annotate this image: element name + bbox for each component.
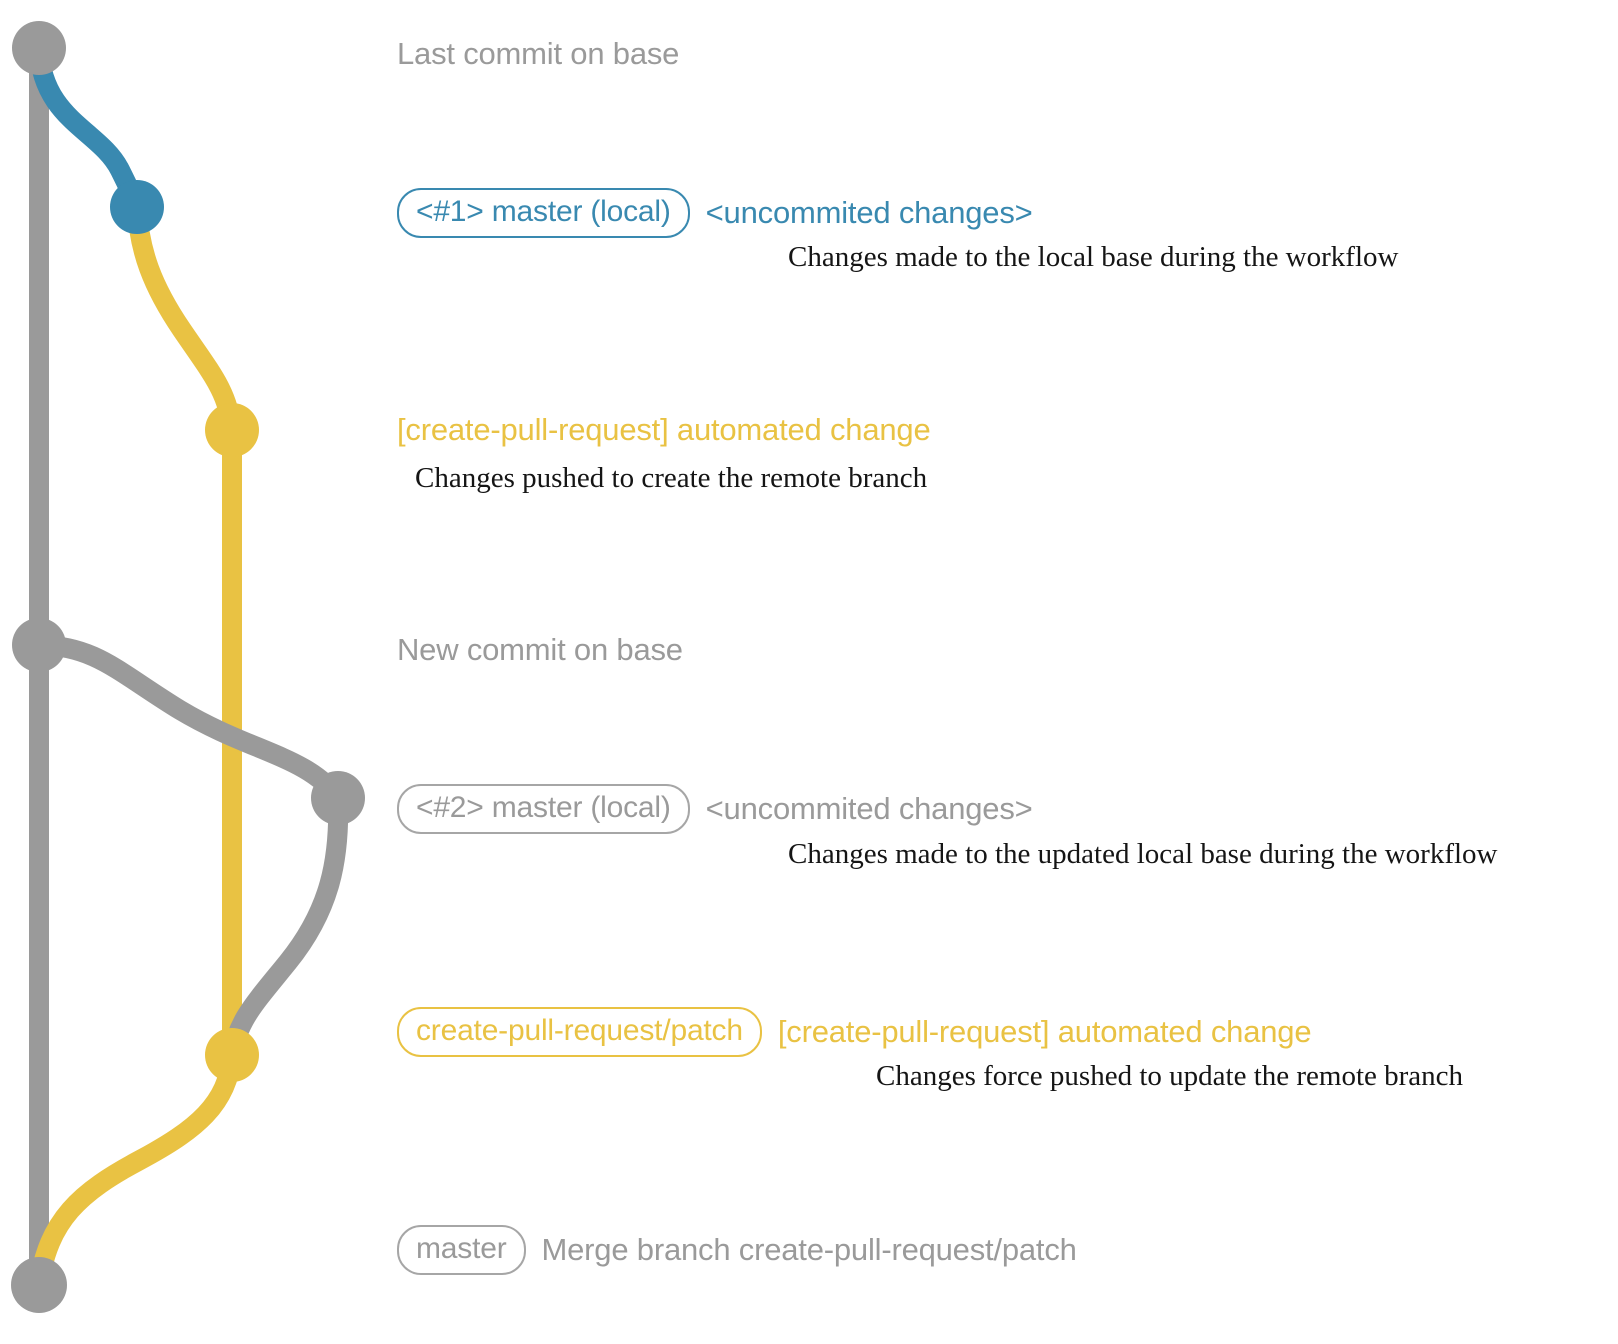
commit-row-new-commit-on-base: New commit on base [397,632,683,668]
commit-description-local-uncommitted-1: Changes made to the local base during th… [788,241,1399,273]
commit-description-local-uncommitted-2: Changes made to the updated local base d… [788,838,1498,870]
patch-merge-line [29,1045,242,1295]
commit-subject: [create-pull-request] automated change [397,412,931,447]
detached-head-line-out [29,635,348,808]
commit-node-local-1 [110,180,164,234]
commit-description-automated-change-create: Changes pushed to create the remote bran… [415,462,928,494]
commit-node-base-new [12,618,66,672]
commit-node-base-merge [11,1257,67,1313]
commit-node-local-2 [311,771,365,825]
local-branch-line [29,38,147,217]
commit-row-local-uncommitted-2: <#2> master (local) <uncommited changes> [397,784,1033,834]
commit-subject: <uncommited changes> [705,195,1033,230]
commit-node-patch-2 [205,1028,259,1082]
commit-description-automated-change-force-push: Changes force pushed to update the remot… [876,1060,1464,1092]
ref-badge-master-local-1[interactable]: <#1> master (local) [397,188,690,238]
commit-row-automated-change-create: [create-pull-request] automated change [397,412,931,448]
commit-row-automated-change-force-push: create-pull-request/patch [create-pull-r… [397,1007,1312,1057]
ref-badge-create-pull-request-patch[interactable]: create-pull-request/patch [397,1007,762,1057]
commit-subject: <uncommited changes> [705,791,1033,826]
ref-badge-master[interactable]: master [397,1225,526,1275]
commit-subject: Last commit on base [397,36,680,71]
commit-node-patch-1 [205,403,259,457]
patch-branch-line-1 [127,197,242,440]
commit-subject: New commit on base [397,632,683,667]
commit-subject: Merge branch create-pull-request/patch [541,1232,1077,1267]
commit-subject: [create-pull-request] automated change [777,1014,1312,1049]
commit-row-last-commit-on-base: Last commit on base [397,36,679,72]
detached-head-line-in [222,788,349,1065]
commit-node-base-last [12,21,66,75]
ref-badge-master-local-2[interactable]: <#2> master (local) [397,784,690,834]
commit-row-local-uncommitted-1: <#1> master (local) <uncommited changes> [397,188,1033,238]
commit-row-merge-branch: master Merge branch create-pull-request/… [397,1225,1077,1275]
commit-nodes [11,21,365,1313]
